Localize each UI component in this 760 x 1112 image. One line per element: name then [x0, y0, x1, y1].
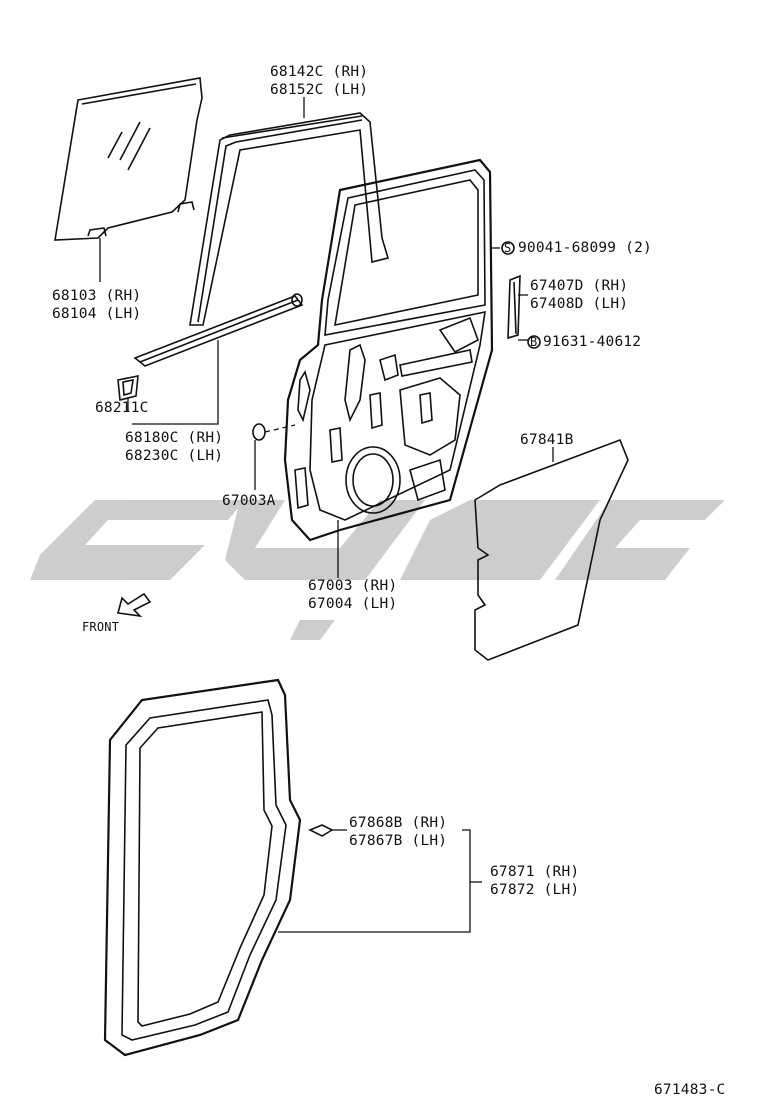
watermark-logo: [30, 500, 725, 640]
diagram-reference: 671483-C: [654, 1082, 726, 1098]
screw-icon: [501, 241, 515, 255]
bolt-badge: B: [530, 335, 538, 349]
label-67841b: 67841B: [520, 432, 574, 448]
label-67004: 67004 (LH): [308, 596, 398, 612]
label-67872: 67872 (LH): [490, 882, 580, 898]
label-front: FRONT: [82, 620, 120, 634]
label-67871: 67871 (RH): [490, 864, 580, 880]
front-arrow-icon: [116, 592, 152, 618]
label-68180c: 68180C (RH): [125, 430, 224, 446]
label-67407d: 67407D (RH): [530, 278, 629, 294]
label-67868b: 67868B (RH): [349, 815, 448, 831]
belt-moulding: [133, 293, 304, 367]
label-67003: 67003 (RH): [308, 578, 398, 594]
label-67867b: 67867B (LH): [349, 833, 448, 849]
bolt-icon: [527, 335, 541, 349]
label-68104: 68104 (LH): [52, 306, 142, 322]
hole-plug: [252, 423, 266, 441]
label-90041: 90041-68099 (2): [518, 240, 652, 256]
label-68152c: 68152C (LH): [270, 82, 369, 98]
division-bar: [507, 274, 521, 340]
label-91631: 91631-40612: [543, 334, 642, 350]
label-68142c: 68142C (RH): [270, 64, 369, 80]
label-68103: 68103 (RH): [52, 288, 142, 304]
label-68211c: 68211C: [95, 400, 149, 416]
door-weatherstrip: [103, 678, 302, 1057]
weatherstrip-clip: [308, 824, 334, 837]
clip-part: [117, 375, 139, 402]
door-glass: [54, 77, 203, 241]
screw-badge: S: [504, 241, 512, 255]
label-67408d: 67408D (LH): [530, 296, 629, 312]
service-hole-cover: [474, 438, 629, 661]
door-panel: [283, 158, 494, 542]
label-68230c: 68230C (LH): [125, 448, 224, 464]
leader-lines: [99, 97, 554, 933]
label-67003a: 67003A: [222, 493, 276, 509]
glass-run-channel: [189, 112, 390, 326]
